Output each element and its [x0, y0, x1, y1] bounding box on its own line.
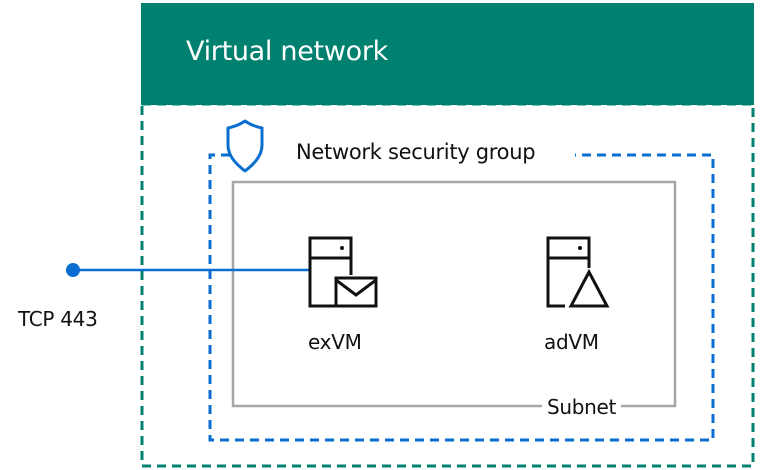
subnet-border [231, 180, 677, 408]
shield-icon [226, 119, 264, 173]
endpoint-dot[interactable] [66, 263, 80, 277]
exvm-label[interactable]: exVM [308, 330, 362, 354]
server-triangle-icon [546, 236, 610, 308]
subnet-label: Subnet [542, 395, 622, 419]
virtual-network-title: Virtual network [186, 36, 388, 67]
advm-label[interactable]: adVM [544, 330, 599, 354]
virtual-network-header [141, 3, 754, 105]
endpoint-label: TCP 443 [18, 307, 98, 331]
server-mail-icon [308, 236, 378, 308]
nsg-label: Network security group [292, 140, 540, 164]
nsg-border [208, 153, 715, 442]
